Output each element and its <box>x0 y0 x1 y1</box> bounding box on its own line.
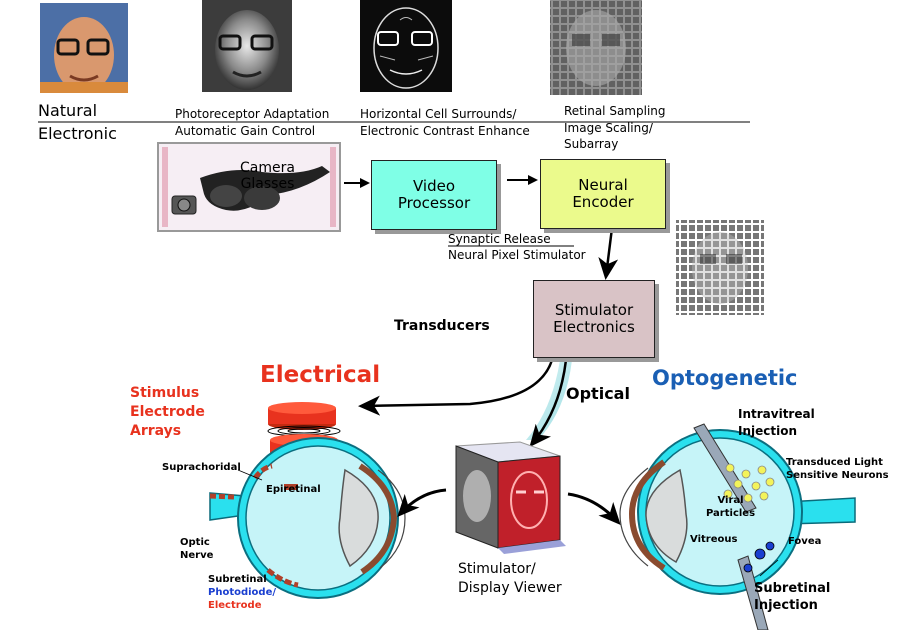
electronic-label: Electronic <box>38 124 117 143</box>
stage1-electronic-label: Automatic Gain Control <box>175 124 316 138</box>
synaptic-release-label: Synaptic Release <box>448 232 551 246</box>
stimulus-electrode-arrays-label: Stimulus Electrode Arrays <box>130 385 205 439</box>
stage3-subarray-label: Subarray <box>564 137 619 151</box>
gray-face-thumb <box>202 0 292 92</box>
viral-particles-label: Viral Particles <box>706 495 756 519</box>
optical-label: Optical <box>566 384 630 403</box>
stage3-electronic-label: Image Scaling/ <box>564 121 653 135</box>
transducers-label: Transducers <box>394 318 490 334</box>
transduced-neurons-label: Transduced Light Sensitive Neurons <box>786 457 889 481</box>
stage1-natural-label: Photoreceptor Adaptation <box>175 107 330 121</box>
intravitreal-injection-label: Intravitreal Injection <box>738 407 815 438</box>
stage3-natural-label: Retinal Sampling <box>564 104 666 118</box>
electrical-title: Electrical <box>260 362 381 388</box>
neural-pixel-label: Neural Pixel Stimulator <box>448 248 586 262</box>
epiretinal-label: Epiretinal <box>266 484 321 495</box>
stimulator-display-viewer-label: Stimulator/ Display Viewer <box>458 561 562 596</box>
subretinal-injection-label: Subretinal Injection <box>754 581 831 613</box>
stage2-electronic-label: Electronic Contrast Enhance <box>360 124 530 138</box>
suprachoridal-label: Suprachoridal <box>162 462 241 473</box>
edge-face-thumb <box>360 0 452 92</box>
camera-glasses-image <box>157 142 341 232</box>
optogenetic-title: Optogenetic <box>652 366 798 390</box>
optic-nerve-label: Optic Nerve <box>180 537 214 561</box>
stage2-natural-label: Horizontal Cell Surrounds/ <box>360 107 517 121</box>
sampled-face-thumb <box>550 0 642 95</box>
natural-face-thumb <box>40 3 128 93</box>
pixelated-face-thumb <box>676 220 764 315</box>
right-eye <box>619 423 856 630</box>
subretinal-photodiode-label: Subretinal Photodiode/ Electrode <box>208 574 277 611</box>
fovea-label: Fovea <box>788 536 822 547</box>
stimulator-display-cube <box>455 441 566 554</box>
camera-glasses-label: Camera Glasses <box>240 160 295 192</box>
natural-label: Natural <box>38 101 98 120</box>
vitreous-label: Vitreous <box>690 534 738 545</box>
left-eye <box>209 437 406 599</box>
